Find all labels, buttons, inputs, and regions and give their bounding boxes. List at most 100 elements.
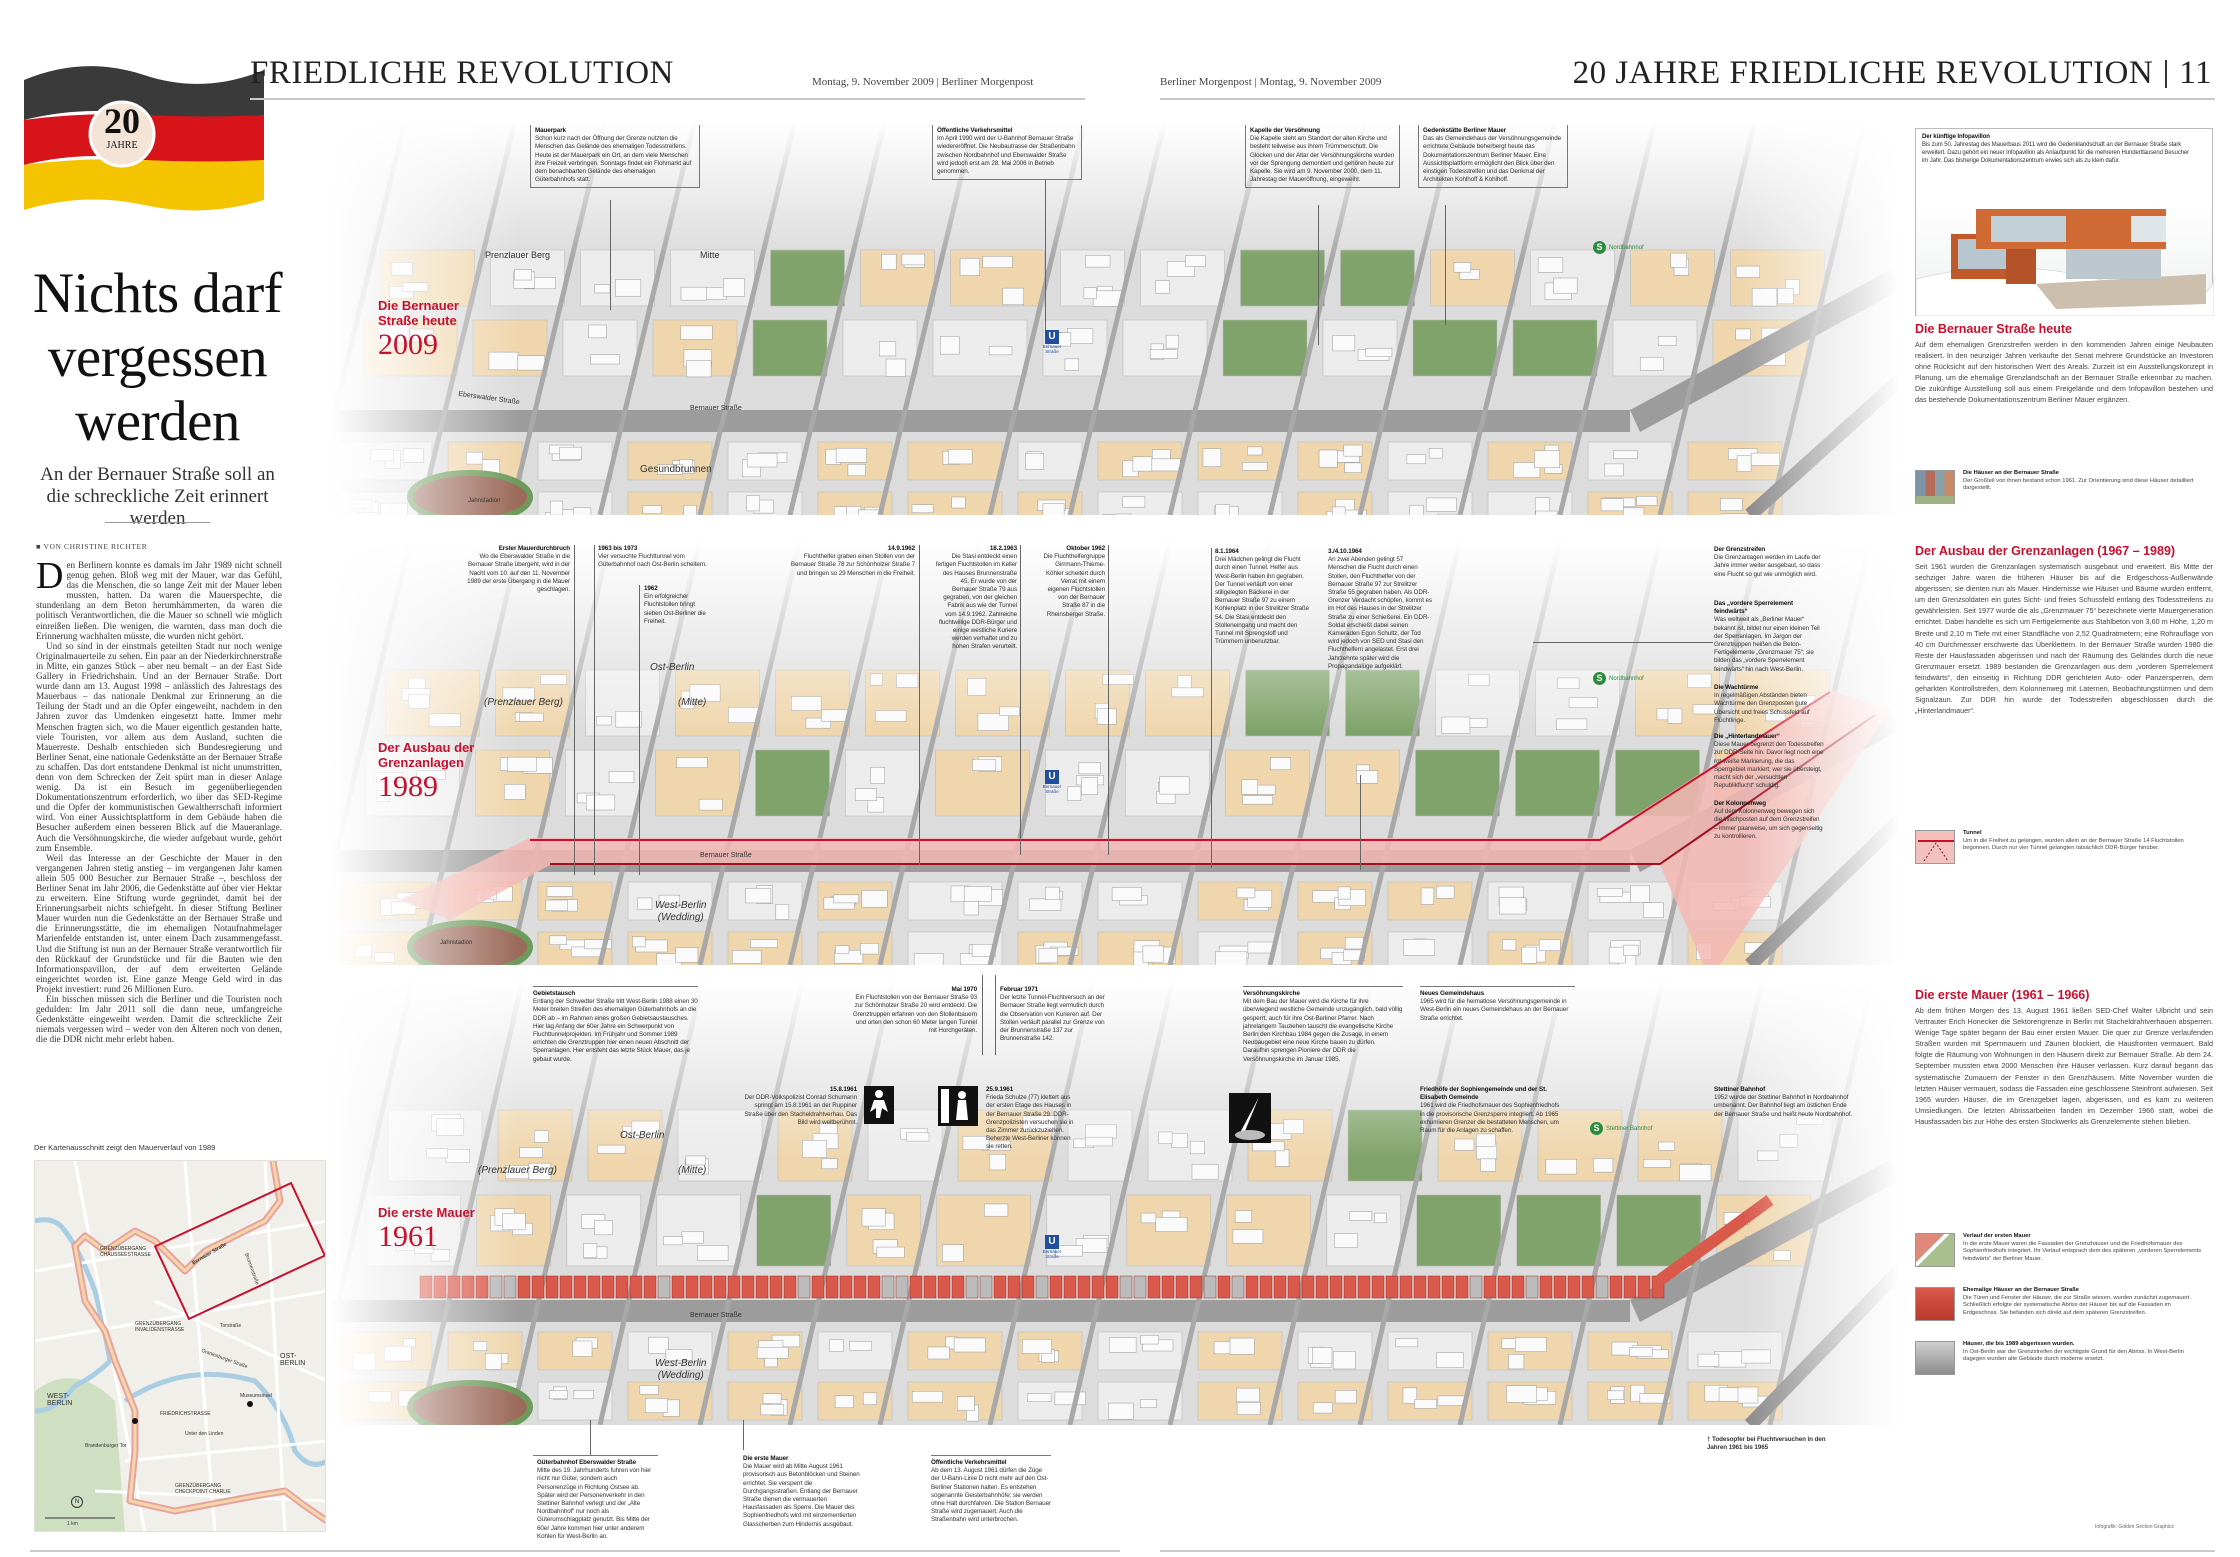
annotation-sperrelement: Das „vordere Sperrelement feindwärts“Was…: [1714, 600, 1820, 673]
legend-swatch-tunnel: [1915, 830, 1955, 864]
ubahn-icon: U: [1045, 1235, 1059, 1249]
map-label-museumsinsel: Museumsinsel: [240, 1393, 272, 1399]
map-label-invaliden: GRENZÜBERGANG INVALIDENSTRASSE: [135, 1321, 185, 1333]
leader-line: [1318, 205, 1319, 345]
section-title-left: FRIEDLICHE REVOLUTION: [250, 55, 674, 91]
section-heute: Die Bernauer Straße heute Auf dem ehemal…: [1915, 322, 2213, 406]
place-prenzlauer-berg: (Prenzlauer Berg): [478, 1165, 557, 1176]
panel-year: 2009: [378, 328, 438, 361]
headline-line: werden: [75, 390, 240, 453]
section-erste-mauer: Die erste Mauer (1961 – 1966) Ab dem frü…: [1915, 988, 2213, 1127]
aerial-view-1989: [330, 540, 1900, 965]
headline: Nichts darf vergessen werden: [20, 262, 295, 454]
paragraph: en Berlinern konnte es damals im Jahr 19…: [36, 560, 282, 641]
leader-line: [1045, 180, 1046, 330]
sbahn-icon: S: [1593, 672, 1606, 685]
leader-line: [1020, 545, 1021, 855]
locator-map: GRENZÜBERGANG CHAUSSEESTRASSE GRENZÜBERG…: [34, 1160, 326, 1532]
panel-label-1989: Der Ausbau der Grenzanlagen 1989: [378, 740, 488, 804]
church-demolition-icon: [1229, 1093, 1271, 1143]
sbahn-nordbahnhof: S Nordbahnhof: [1593, 241, 1644, 254]
map-label-chaussee: GRENZÜBERGANG CHAUSSEESTRASSE: [100, 1246, 151, 1258]
map-label-friedrichstrasse: FRIEDRICHSTRASSE: [160, 1411, 211, 1417]
map-scale: 1 km: [67, 1521, 78, 1527]
leader-line: [995, 975, 996, 1055]
legend-swatch-former-houses: [1915, 1287, 1955, 1321]
leader-line: [610, 200, 611, 310]
station-name: Nordbahnhof: [1609, 675, 1644, 682]
panel-label-2009: Die Bernauer Straße heute 2009: [378, 298, 488, 362]
annotation-hinterlandmauer: Die „Hinterlandmauer“Diese Mauer begrenz…: [1714, 733, 1824, 790]
leader-line: [1108, 545, 1109, 855]
ubahn-bernauer-strasse: U Bernauer Straße: [1040, 1235, 1064, 1259]
subhead-rule: [105, 522, 210, 523]
leader-line: [594, 545, 595, 875]
leader-line: [574, 545, 575, 875]
panel-label-1961: Die erste Mauer 1961: [378, 1205, 475, 1254]
aerial-view-2009: [330, 120, 1900, 515]
paragraph: Weil das Interesse an der Geschichte der…: [36, 852, 282, 994]
logo-number: 20: [104, 101, 140, 141]
place-gesundbrunnen: Gesundbrunnen: [640, 464, 712, 475]
jumping-soldier-icon: [864, 1086, 894, 1124]
place-jahnstadion: Jahnstadion: [468, 498, 501, 504]
leader-line: [919, 545, 920, 865]
place-prenzlauer-berg: Prenzlauer Berg: [485, 250, 551, 260]
annotation-friedhoefe: Friedhöfe der Sophiengemeinde und der St…: [1420, 1086, 1560, 1135]
station-name: Bernauer Straße: [1042, 784, 1062, 794]
station-name: Bernauer Straße: [1042, 1249, 1062, 1259]
station-name: Stettiner Bahnhof: [1606, 1125, 1653, 1132]
section-title-right: 20 JAHRE FRIEDLICHE REVOLUTION 11: [1573, 55, 2212, 92]
fade-overlay: [330, 980, 1900, 1425]
leader-line: [1360, 775, 1361, 870]
subheadline: An der Bernauer Straße soll an die schre…: [40, 464, 275, 529]
ubahn-bernauer-strasse: U Bernauer Straße: [1040, 770, 1064, 794]
issue-date-left: Montag, 9. November 2009 | Berliner Morg…: [812, 76, 1034, 88]
german-flag-icon: [24, 66, 264, 211]
section-heading: Die Bernauer Straße heute: [1915, 322, 2072, 336]
leader-line: [590, 1420, 591, 1455]
footer-rule-left: [30, 1550, 1120, 1552]
section-heading: Die erste Mauer (1961 – 1966): [1915, 988, 2090, 1002]
place-mitte: (Mitte): [678, 697, 707, 708]
section-title-right-text: 20 JAHRE FRIEDLICHE REVOLUTION: [1572, 55, 2154, 91]
place-west-berlin: West-Berlin(Wedding): [655, 1358, 707, 1381]
place-jahnstadion: Jahnstadion: [440, 940, 473, 946]
fade-overlay: [330, 540, 1900, 965]
map-label-torstrasse: Torstraße: [220, 1323, 242, 1329]
ubahn-icon: U: [1045, 770, 1059, 784]
header-rule-right: [1160, 98, 2215, 100]
street-bernauer: Bernauer Straße: [690, 1312, 742, 1319]
station-name: Bernauer Straße: [1042, 344, 1062, 354]
panel-year: 1961: [378, 1220, 438, 1253]
infopavillon-illustration: [1916, 209, 2214, 316]
panel-title: Die Bernauer Straße heute: [378, 298, 459, 328]
panel-title: Die erste Mauer: [378, 1205, 475, 1220]
place-prenzlauer-berg: (Prenzlauer Berg): [484, 697, 563, 708]
